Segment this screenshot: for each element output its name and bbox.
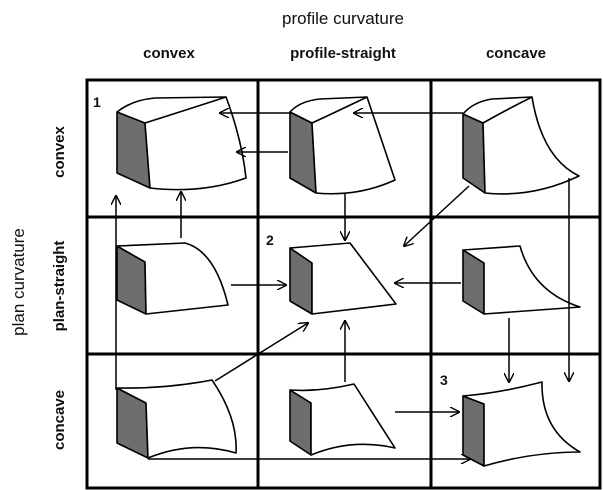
column-header-concave: concave: [486, 45, 546, 62]
cell-number-2: 2: [266, 232, 274, 248]
block-concave-concave: [462, 381, 581, 467]
row-header-concave: concave: [51, 390, 68, 450]
grid-frame: [85, 78, 602, 490]
row-header-plan-straight: plan-straight: [51, 241, 68, 332]
cell-number-3: 3: [440, 372, 448, 388]
grid: [85, 78, 602, 490]
block-concave-convex: [116, 379, 237, 459]
top-axis-title: profile curvature: [282, 9, 404, 28]
block-convex-profile-straight: [289, 96, 396, 195]
block-plan-straight-profile-straight: [289, 242, 397, 315]
arrow: [404, 185, 470, 246]
block-plan-straight-convex: [116, 242, 229, 315]
block-concave-profile-straight: [289, 383, 396, 456]
arrow: [214, 323, 308, 382]
left-axis-title: plan curvature: [9, 228, 28, 336]
column-header-profile-straight: profile-straight: [290, 45, 396, 62]
block-convex-convex: [116, 96, 247, 191]
block-plan-straight-concave: [462, 245, 581, 315]
column-header-convex: convex: [143, 45, 195, 62]
flow-arrows: [116, 113, 569, 459]
block-convex-concave: [462, 96, 580, 195]
cell-number-1: 1: [93, 94, 101, 110]
row-header-convex: convex: [51, 125, 68, 177]
